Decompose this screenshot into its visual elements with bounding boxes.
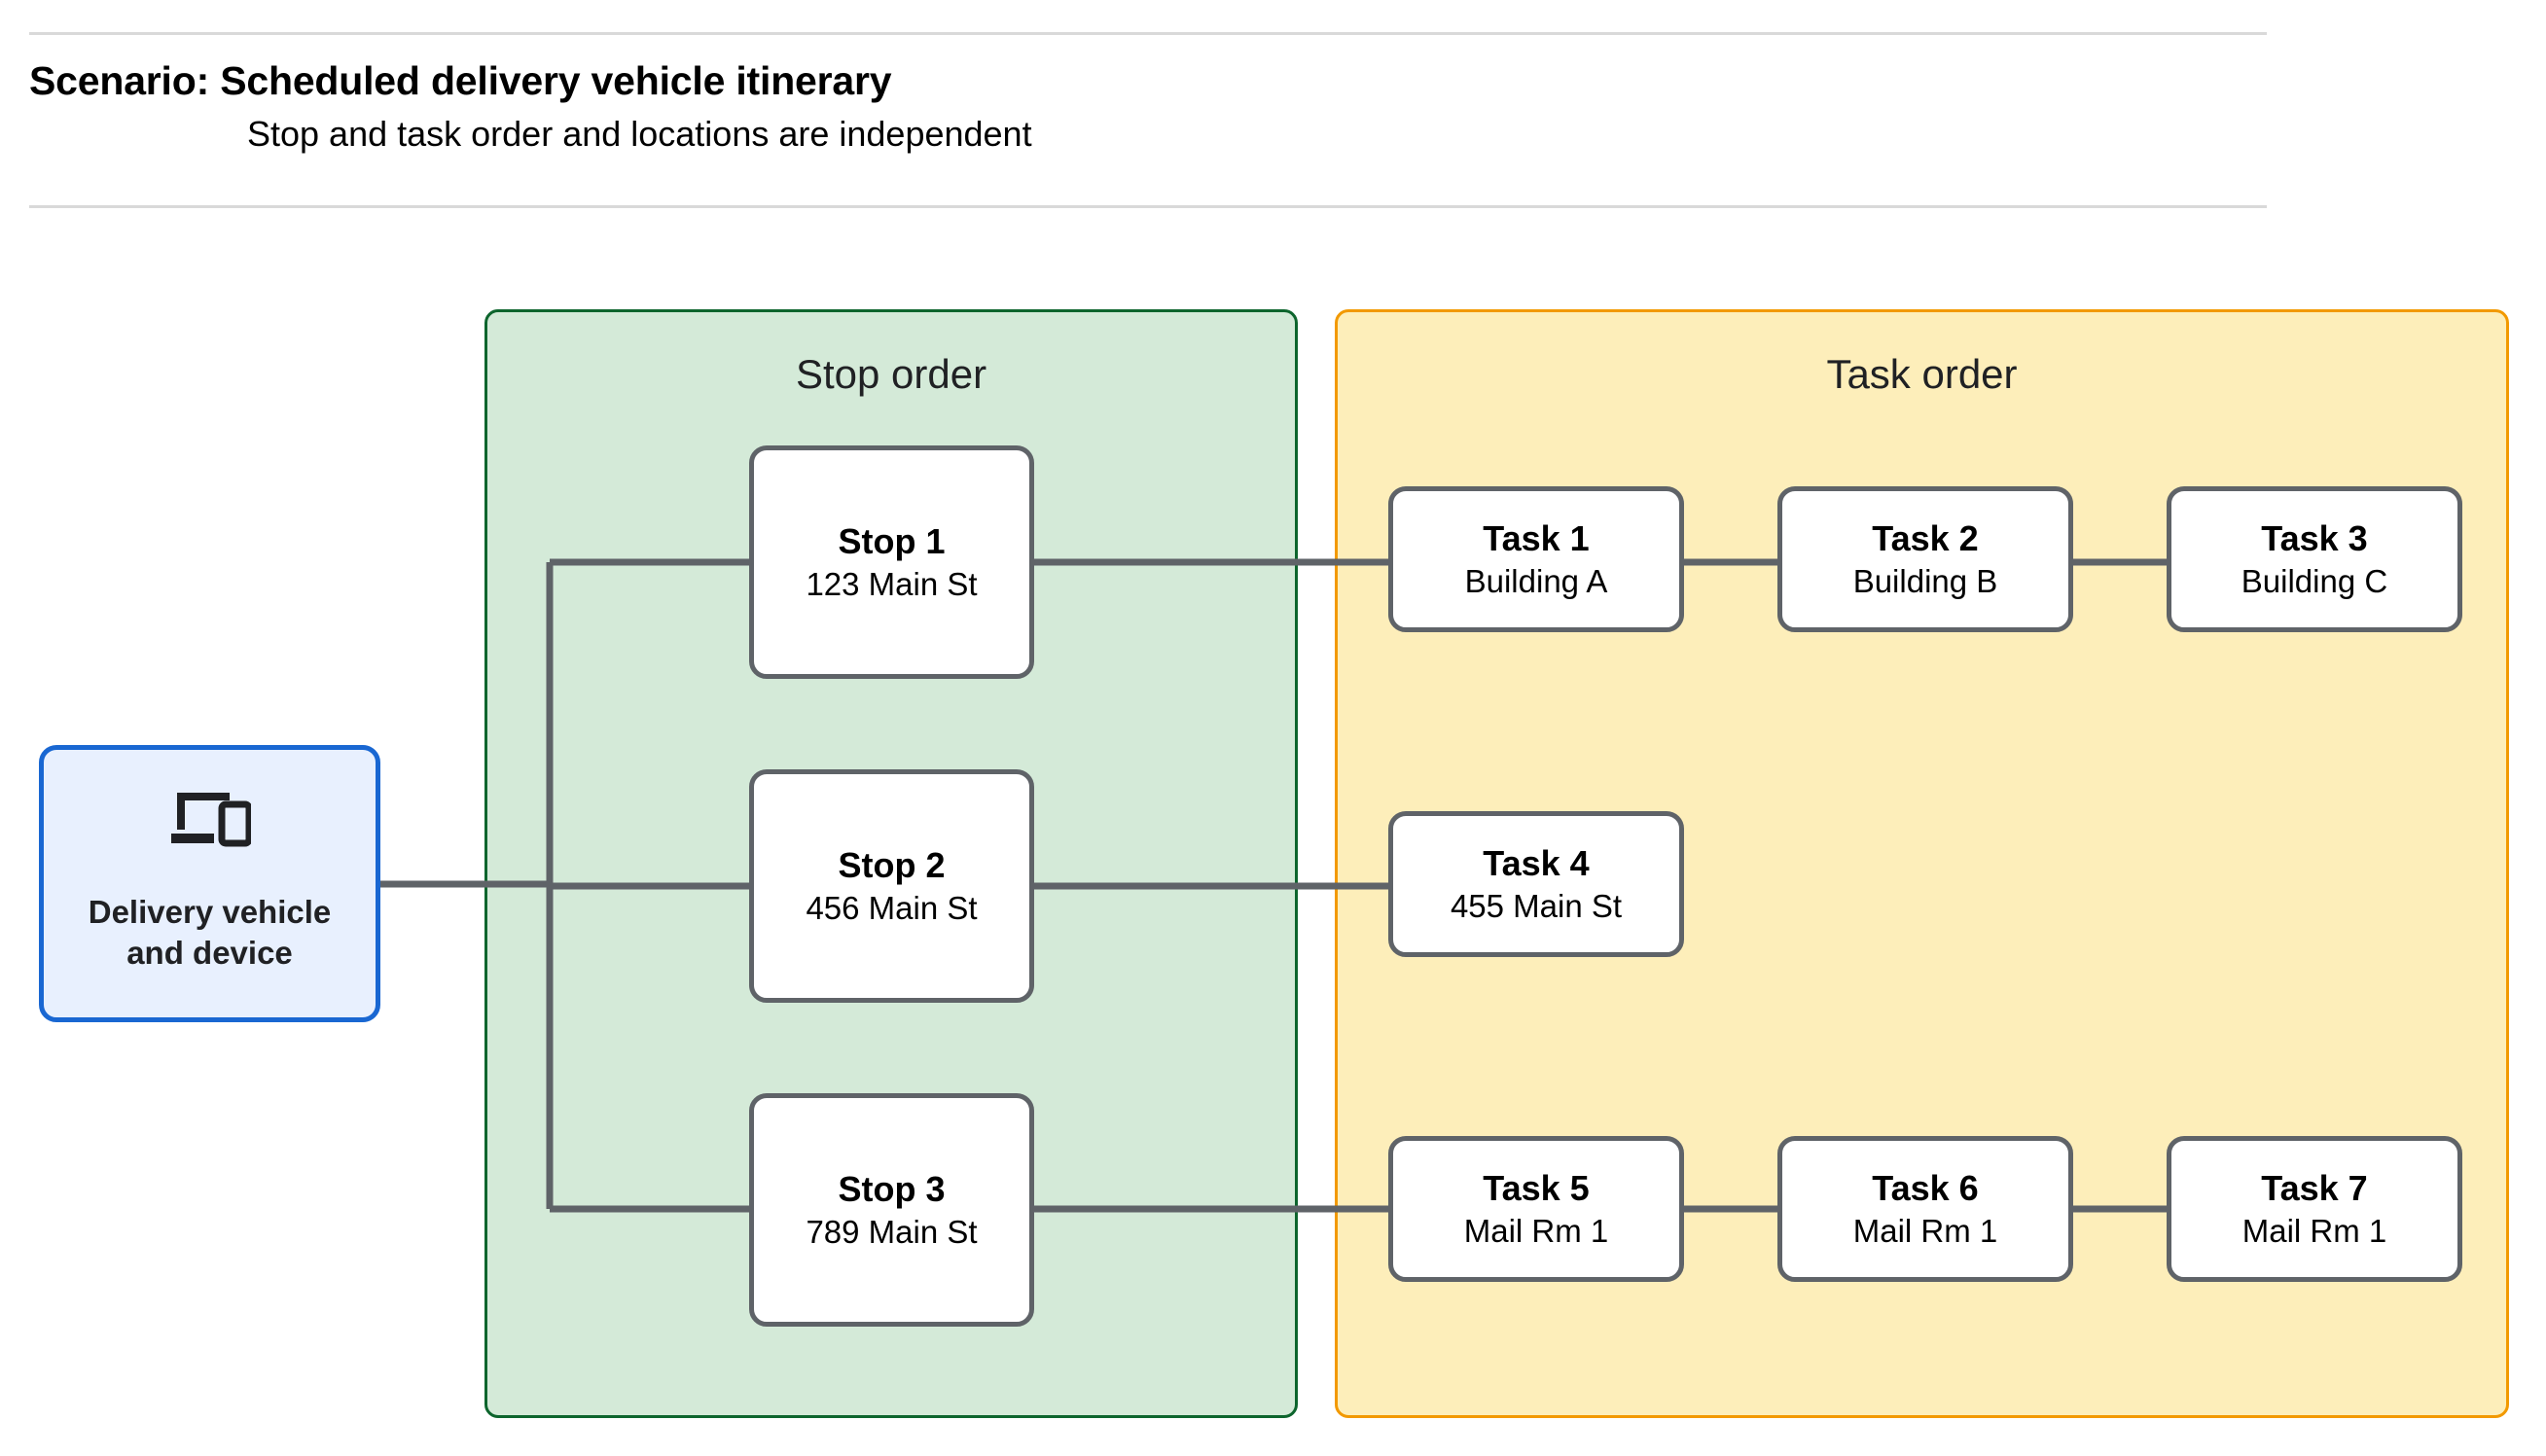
task-node-1[interactable]: Task 1 Building A <box>1388 486 1684 632</box>
page-title: Scenario: Scheduled delivery vehicle iti… <box>29 58 892 103</box>
task-node-5-title: Task 5 <box>1483 1167 1590 1208</box>
task-node-6-title: Task 6 <box>1872 1167 1979 1208</box>
task-node-5[interactable]: Task 5 Mail Rm 1 <box>1388 1136 1684 1282</box>
task-node-4-title: Task 4 <box>1483 842 1590 883</box>
task-node-3-location: Building C <box>2241 562 2388 599</box>
task-order-panel-title: Task order <box>1826 351 2018 397</box>
delivery-vehicle-node[interactable]: Delivery vehicle and device <box>39 745 380 1022</box>
task-node-7-location: Mail Rm 1 <box>2241 1212 2387 1249</box>
stop-node-3-title: Stop 3 <box>838 1168 946 1209</box>
task-node-5-location: Mail Rm 1 <box>1463 1212 1609 1249</box>
task-node-1-location: Building A <box>1464 562 1608 599</box>
task-node-7-title: Task 7 <box>2261 1167 2368 1208</box>
task-node-1-title: Task 1 <box>1483 517 1590 558</box>
task-node-4-location: 455 Main St <box>1450 887 1623 924</box>
stop-node-2-title: Stop 2 <box>838 844 946 885</box>
task-node-2[interactable]: Task 2 Building B <box>1777 486 2073 632</box>
task-node-3[interactable]: Task 3 Building C <box>2167 486 2462 632</box>
delivery-vehicle-label: Delivery vehicle and device <box>88 894 332 971</box>
stop-node-1-title: Stop 1 <box>838 520 946 561</box>
devices-icon <box>170 793 251 847</box>
task-node-2-location: Building B <box>1852 562 1998 599</box>
stop-node-2[interactable]: Stop 2 456 Main St <box>749 769 1034 1003</box>
task-node-3-title: Task 3 <box>2261 517 2368 558</box>
header-divider-top <box>29 32 2267 35</box>
stop-node-3-location: 789 Main St <box>806 1213 978 1250</box>
stop-node-1-location: 123 Main St <box>806 565 978 602</box>
stop-node-3[interactable]: Stop 3 789 Main St <box>749 1093 1034 1327</box>
task-node-7[interactable]: Task 7 Mail Rm 1 <box>2167 1136 2462 1282</box>
stop-node-1[interactable]: Stop 1 123 Main St <box>749 445 1034 679</box>
stop-node-2-location: 456 Main St <box>806 889 978 926</box>
header-divider-bottom <box>29 205 2267 208</box>
task-node-6[interactable]: Task 6 Mail Rm 1 <box>1777 1136 2073 1282</box>
stop-order-panel-title: Stop order <box>795 351 987 397</box>
task-node-2-title: Task 2 <box>1872 517 1979 558</box>
page-subtitle: Stop and task order and locations are in… <box>247 114 1032 154</box>
task-node-4[interactable]: Task 4 455 Main St <box>1388 811 1684 957</box>
task-node-6-location: Mail Rm 1 <box>1852 1212 1998 1249</box>
